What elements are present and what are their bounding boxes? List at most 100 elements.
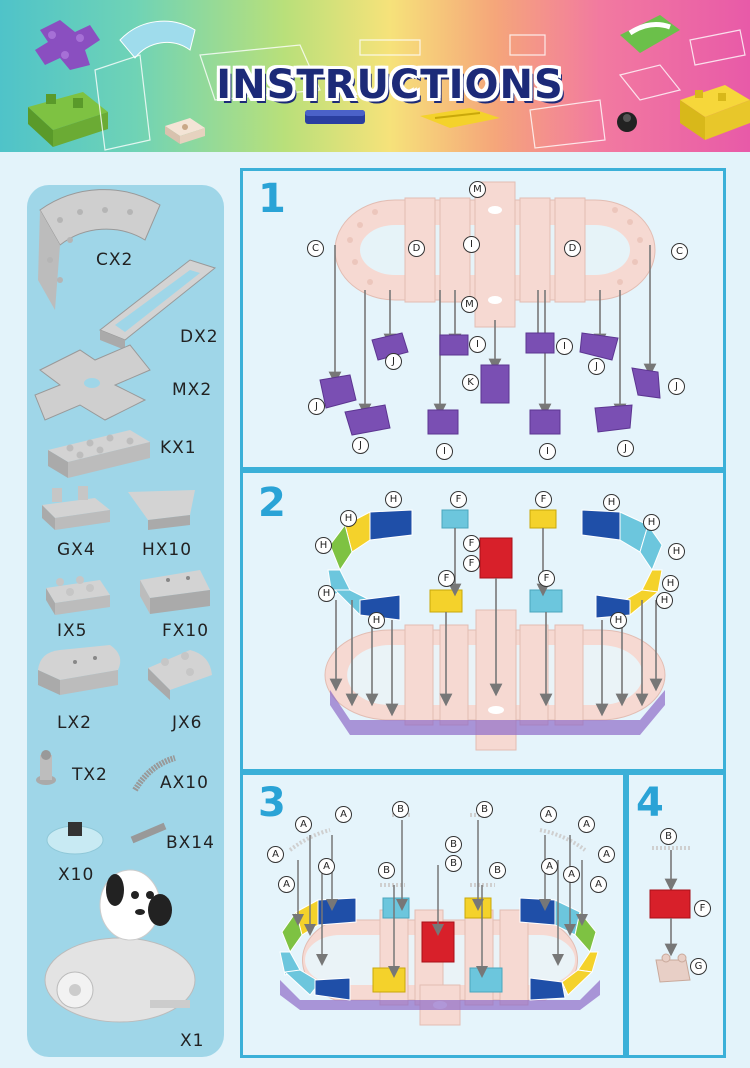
part-label-i: IX5	[57, 621, 88, 641]
callout-a-11: A	[563, 866, 580, 883]
callout-b-step4: B	[660, 828, 677, 845]
part-label-c: CX2	[96, 250, 134, 270]
callout-m-bottom: M	[461, 296, 478, 313]
part-label-j: JX6	[172, 713, 203, 733]
part-label-k: KX1	[160, 438, 197, 458]
callout-j-3: J	[668, 378, 685, 395]
part-label-m: MX2	[172, 380, 213, 400]
callout-i-1: I	[469, 336, 486, 353]
callout-i-3: I	[436, 443, 453, 460]
suction-cup-icon	[617, 112, 637, 132]
callout-a-6: A	[598, 846, 615, 863]
yellow-track-icon	[420, 108, 500, 128]
step-3-number: 3	[258, 780, 286, 826]
callout-j-6: J	[617, 440, 634, 457]
callout-f-6: F	[538, 570, 555, 587]
callout-h-5: H	[315, 537, 332, 554]
blue-bar-icon	[305, 110, 365, 124]
part-label-t: TX2	[72, 765, 108, 785]
callout-h-10: H	[368, 612, 385, 629]
callout-h-11: H	[610, 612, 627, 629]
step-1-number: 1	[258, 176, 286, 222]
part-b-icon	[130, 822, 167, 844]
callout-h-6: H	[668, 543, 685, 560]
callout-b-5: B	[378, 862, 395, 879]
step-4-number: 4	[636, 780, 664, 826]
callout-g-step4: G	[690, 958, 707, 975]
callout-h-8: H	[318, 585, 335, 602]
callout-j-4: J	[308, 398, 325, 415]
part-g-icon	[42, 486, 110, 530]
blue-arc-brick-icon	[119, 20, 196, 59]
page-title: INSTRUCTIONS	[216, 62, 564, 108]
part-h-icon	[128, 490, 195, 530]
callout-c-left: C	[307, 240, 324, 257]
part-d-frame-icon	[99, 259, 217, 350]
callout-i-2: I	[556, 338, 573, 355]
callout-f-1: F	[450, 491, 467, 508]
header-banner: INSTRUCTIONS	[0, 0, 750, 152]
callout-a-7: A	[318, 858, 335, 875]
callout-i-4: I	[539, 443, 556, 460]
callout-c-right: C	[671, 243, 688, 260]
callout-i-top: I	[463, 236, 480, 253]
callout-f-4: F	[463, 555, 480, 572]
part-label-b: BX14	[166, 833, 215, 853]
part-j-icon	[148, 650, 212, 700]
beige-tile-icon	[165, 118, 205, 144]
part-label-l: LX2	[57, 713, 92, 733]
step-4-frame	[626, 772, 726, 1058]
part-label-f: FX10	[162, 621, 210, 641]
callout-a-4: A	[578, 816, 595, 833]
callout-f-5: F	[438, 570, 455, 587]
part-f-icon	[140, 570, 210, 614]
part-vehicle-icon	[44, 869, 196, 1023]
callout-f-3: F	[463, 535, 480, 552]
callout-k: K	[462, 374, 479, 391]
callout-h-2: H	[603, 494, 620, 511]
callout-b-3: B	[445, 836, 462, 853]
callout-h-3: H	[340, 510, 357, 527]
callout-d-left: D	[408, 240, 425, 257]
part-m-cross-icon	[34, 344, 151, 421]
callout-h-9: H	[656, 592, 673, 609]
callout-a-9: A	[278, 876, 295, 893]
callout-h-4: H	[643, 514, 660, 531]
callout-a-8: A	[541, 858, 558, 875]
outline-sketch-icon	[94, 29, 746, 151]
callout-j-2: J	[588, 358, 605, 375]
banner-decorations	[28, 15, 750, 151]
yellow-brick-icon	[680, 85, 750, 140]
part-l-icon	[38, 645, 121, 695]
green-slide-icon	[620, 15, 680, 53]
part-label-a: AX10	[160, 773, 209, 793]
callout-j-1: J	[385, 353, 402, 370]
part-k-brick-icon	[48, 430, 150, 478]
callout-d-right: D	[564, 240, 581, 257]
callout-h-1: H	[385, 491, 402, 508]
callout-b-4: B	[445, 855, 462, 872]
callout-m-top: M	[469, 181, 486, 198]
step-2-number: 2	[258, 480, 286, 526]
callout-a-5: A	[267, 846, 284, 863]
callout-f-step4: F	[694, 900, 711, 917]
callout-a-3: A	[295, 816, 312, 833]
callout-a-2: A	[540, 806, 557, 823]
part-a-icon	[132, 755, 176, 792]
callout-a-10: A	[590, 876, 607, 893]
callout-a-1: A	[335, 806, 352, 823]
callout-b-2: B	[476, 801, 493, 818]
callout-b-1: B	[392, 801, 409, 818]
part-label-d: DX2	[180, 327, 219, 347]
part-label-x: X10	[58, 865, 95, 885]
part-label-g: GX4	[57, 540, 96, 560]
callout-f-2: F	[535, 491, 552, 508]
part-c-arc-icon	[38, 189, 161, 310]
part-label-vehicle: X1	[180, 1031, 205, 1051]
callout-h-7: H	[662, 575, 679, 592]
part-x-suction-icon	[46, 822, 104, 855]
